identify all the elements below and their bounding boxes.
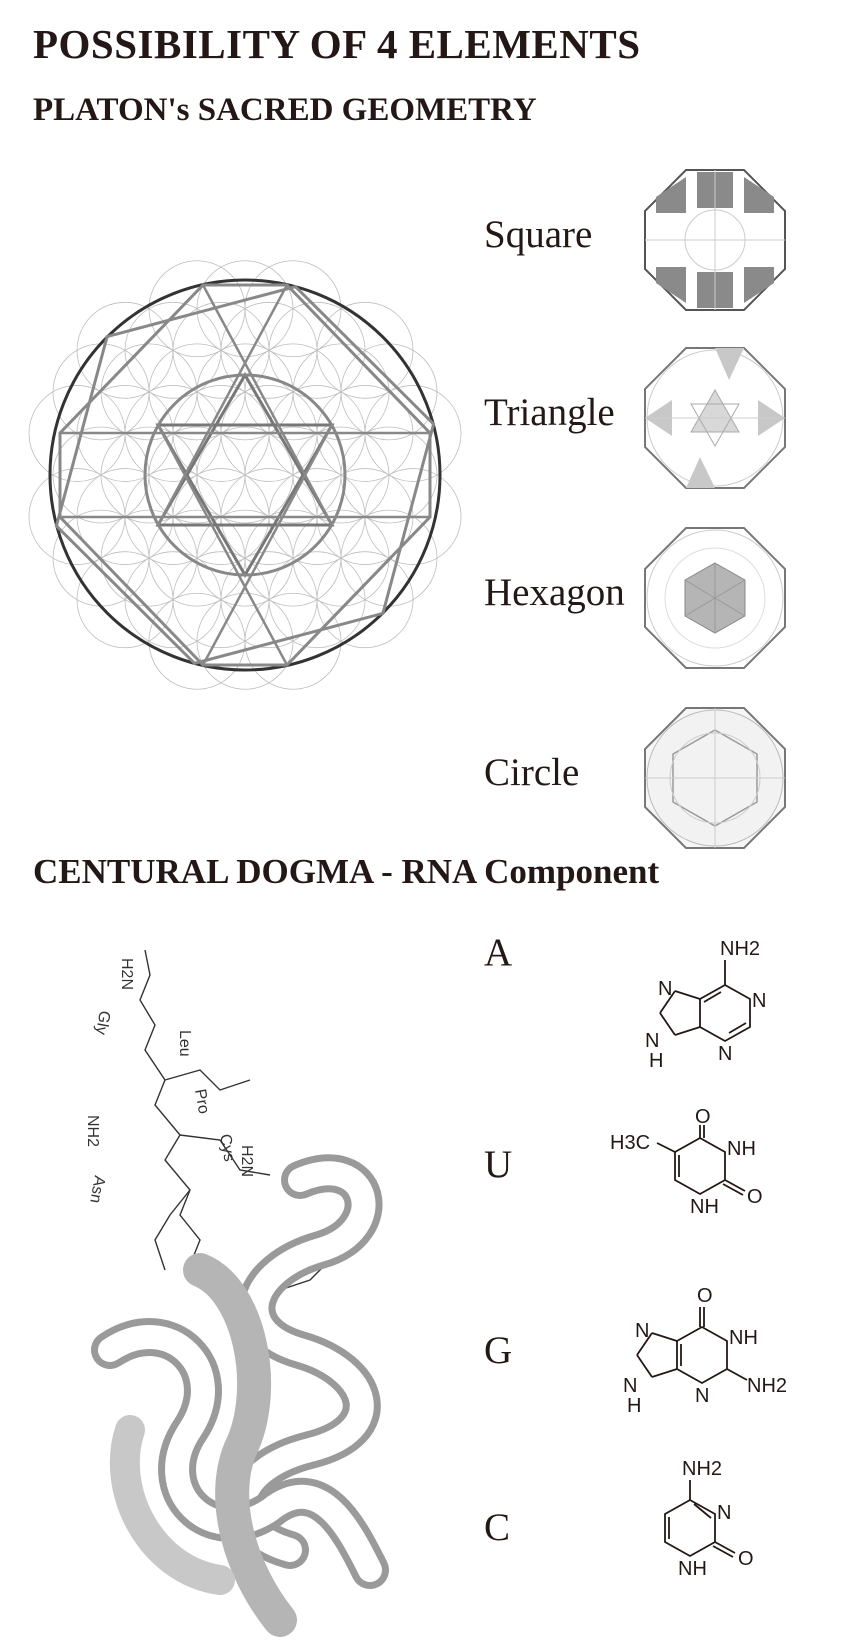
- uracil-h3c: H3C: [610, 1132, 650, 1154]
- square-element-icon: [644, 169, 786, 311]
- peptide-label-cys: Cys: [216, 1133, 238, 1163]
- peptide-label-nh2: NH2: [84, 1115, 101, 1147]
- section-title-platon: PLATON's SACRED GEOMETRY: [33, 92, 537, 128]
- cytosine-nh1: NH: [678, 1558, 707, 1580]
- peptide-label-h2n: H2N: [118, 958, 135, 990]
- uracil-o2: O: [747, 1186, 763, 1208]
- base-letter-a: A: [484, 931, 513, 974]
- cytosine-nh2: NH2: [682, 1458, 722, 1480]
- protein-ribbon-illustration: H2N Gly Leu Pro Cys H2N Asn NH2: [84, 949, 389, 1637]
- uracil-o4: O: [695, 1106, 711, 1128]
- adenine-structure: NH2 N N N N H: [645, 938, 766, 1072]
- peptide-label-pro: Pro: [191, 1088, 212, 1116]
- peptide-label-h2n-2: H2N: [238, 1145, 255, 1177]
- svg-text:N: N: [645, 1030, 659, 1052]
- cytosine-structure: NH2 N NH O: [664, 1458, 754, 1580]
- cytosine-o2: O: [738, 1548, 754, 1570]
- guanine-structure: O N NH N N H NH2: [623, 1285, 787, 1417]
- adenine-n1: N: [752, 990, 766, 1012]
- circle-element-icon: [644, 707, 786, 849]
- shape-label-circle: Circle: [484, 751, 580, 794]
- guanine-h9: H: [627, 1395, 641, 1417]
- base-letter-g: G: [484, 1329, 513, 1372]
- shape-label-triangle: Triangle: [484, 391, 615, 434]
- guanine-n7: N: [635, 1320, 649, 1342]
- adenine-n3: N: [718, 1043, 732, 1065]
- uracil-structure: O H3C NH NH O: [610, 1106, 763, 1218]
- guanine-n3: N: [695, 1385, 709, 1407]
- hexagon-element-icon: [644, 527, 786, 669]
- triangle-element-icon: [644, 347, 786, 489]
- base-letter-c: C: [484, 1506, 511, 1549]
- guanine-nh2: NH2: [747, 1375, 787, 1397]
- section-title-dogma: CENTURAL DOGMA - RNA Component: [33, 852, 660, 891]
- sacred-geometry-diagram: [28, 260, 462, 690]
- adenine-nh2: NH2: [720, 938, 760, 960]
- shape-label-hexagon: Hexagon: [484, 571, 625, 614]
- svg-text:N: N: [623, 1375, 637, 1397]
- guanine-nh1: NH: [729, 1327, 758, 1349]
- peptide-label-asn: Asn: [86, 1174, 108, 1204]
- base-letter-u: U: [484, 1143, 513, 1186]
- page-title: POSSIBILITY OF 4 ELEMENTS: [33, 21, 641, 67]
- cytosine-n3: N: [717, 1502, 731, 1524]
- shape-label-square: Square: [484, 213, 593, 256]
- adenine-h9: H: [649, 1050, 663, 1072]
- uracil-nh1: NH: [690, 1196, 719, 1218]
- adenine-n7: N: [658, 978, 672, 1000]
- peptide-label-gly: Gly: [92, 1009, 113, 1036]
- peptide-label-leu: Leu: [176, 1030, 193, 1057]
- guanine-o6: O: [697, 1285, 713, 1307]
- uracil-nh3: NH: [727, 1138, 756, 1160]
